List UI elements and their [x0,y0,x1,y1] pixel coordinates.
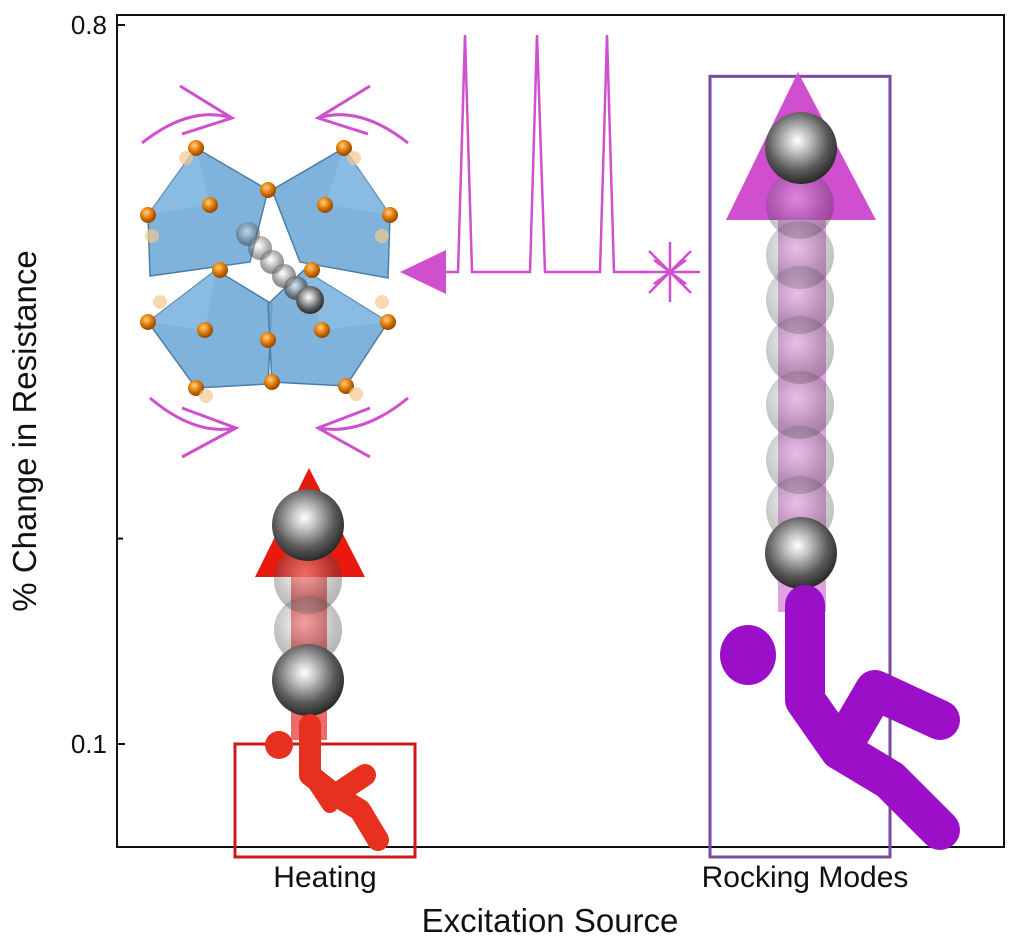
bar-heating [233,742,417,859]
rotation-arrows [141,84,409,459]
y-tick-label-0.1: 0.1 [71,729,107,759]
heating-displacement-illustration [255,468,365,740]
x-axis-label: Excitation Source [422,902,679,939]
octahedra-faces [148,148,390,330]
cation-chain [236,222,324,314]
plot-frame [116,14,1005,848]
anion-atoms-back [145,151,389,403]
rocking-displacement-illustration [726,72,876,612]
y-axis-label: % Change in Resistance [6,250,43,611]
y-axis-ticks [117,24,125,745]
pulse-arrowhead [400,250,446,294]
x-tick-label-heating: Heating [273,861,376,894]
rocking-climber-figure [720,585,960,850]
laser-star-icon [640,242,700,302]
x-tick-label-rocking-modes: Rocking Modes [702,861,909,894]
y-tick-label-0.8: 0.8 [71,10,107,40]
crystal-structure-illustration [140,84,409,459]
anion-atoms [140,140,398,396]
pulse-train [440,34,648,274]
heating-climber-figure [265,714,389,851]
